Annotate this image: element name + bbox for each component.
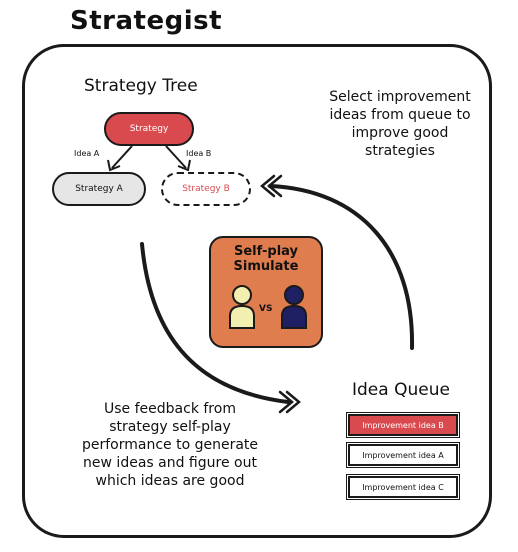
tree-edge-a xyxy=(111,145,133,169)
strategy-root-node: Strategy xyxy=(104,112,194,146)
self-play-simulate-box: Self-play Simulate VS xyxy=(209,236,323,348)
feedback-note-line: which ideas are good xyxy=(95,473,245,489)
queue-item-idea-a: Improvement idea A xyxy=(346,442,460,468)
strategy-a-label: Strategy A xyxy=(75,184,123,194)
queue-item-idea-b: Improvement idea B xyxy=(346,412,460,438)
strategy-a-node: Strategy A xyxy=(52,172,146,206)
outer-frame xyxy=(22,44,492,538)
vs-label: VS xyxy=(259,304,273,314)
select-curve xyxy=(268,184,415,350)
feedback-note-line: performance to generate xyxy=(81,437,259,453)
feedback-curve-head xyxy=(278,390,301,414)
tree-edge-b-head xyxy=(177,159,191,172)
page-title: Strategist xyxy=(70,6,223,36)
feedback-note-line: Use feedback from xyxy=(104,401,236,417)
strategy-root-label: Strategy xyxy=(129,124,169,134)
feedback-curve xyxy=(140,242,290,404)
strategy-tree-heading: Strategy Tree xyxy=(84,76,198,96)
idea-queue-heading: Idea Queue xyxy=(352,380,450,400)
feedback-note-line: new ideas and figure out xyxy=(83,455,257,471)
select-note-line: ideas from queue to xyxy=(329,107,471,123)
player-light-icon xyxy=(229,285,255,329)
simulate-title-line1: Self-play xyxy=(233,244,299,259)
strategy-b-node: Strategy B xyxy=(161,172,251,206)
simulate-title-line2: Simulate xyxy=(233,259,299,274)
tree-edge-b xyxy=(165,145,187,169)
strategy-b-label: Strategy B xyxy=(182,184,230,194)
edge-label-idea-a: Idea A xyxy=(74,149,100,158)
tree-edge-a-head xyxy=(107,159,121,172)
edge-label-idea-b: Idea B xyxy=(186,149,212,158)
queue-item-idea-c: Improvement idea C xyxy=(346,474,460,500)
feedback-note: Use feedback from strategy self-play per… xyxy=(60,400,280,490)
select-note-line: improve good xyxy=(351,125,449,141)
feedback-note-line: strategy self-play xyxy=(109,419,231,435)
select-improvement-note: Select improvement ideas from queue to i… xyxy=(300,88,500,160)
player-dark-icon xyxy=(281,285,307,329)
select-note-line: strategies xyxy=(365,143,435,159)
select-curve-head xyxy=(260,174,283,198)
select-note-line: Select improvement xyxy=(329,89,471,105)
simulate-title: Self-play Simulate xyxy=(211,244,321,274)
